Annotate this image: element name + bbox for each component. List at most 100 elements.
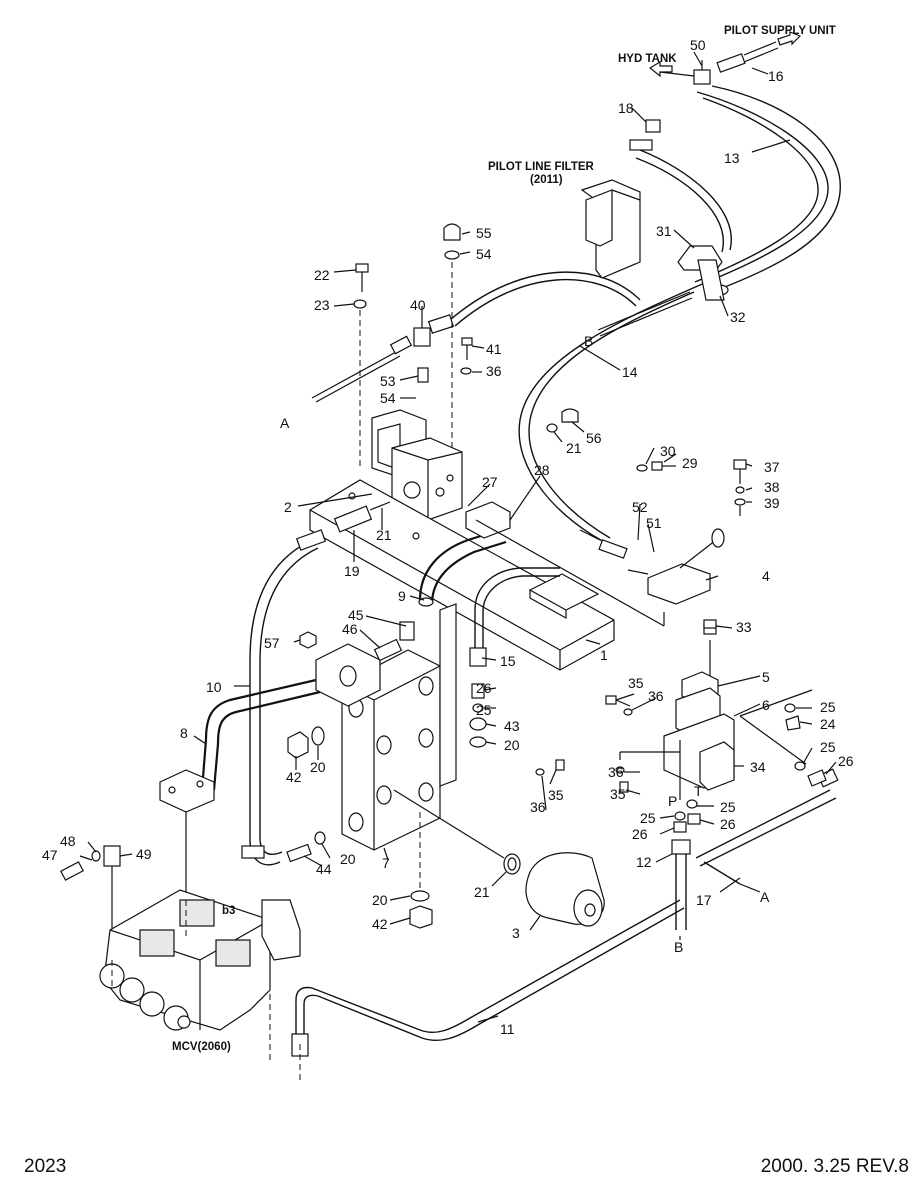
part-number-35a: 35 xyxy=(628,675,644,691)
part-number-27: 27 xyxy=(482,474,498,490)
part-number-42a: 42 xyxy=(286,769,302,785)
caption-line-b-top: B xyxy=(584,333,593,349)
line-a-top xyxy=(311,335,413,403)
caption-line-b-bottom: B xyxy=(674,939,683,955)
part-number-38: 38 xyxy=(764,479,780,495)
hose-end-16 xyxy=(716,41,779,73)
part-number-37: 37 xyxy=(764,459,780,475)
manifold-block-7 xyxy=(341,649,441,851)
fitting-44 xyxy=(286,831,326,863)
fitting-25-26-bottom xyxy=(673,799,701,833)
part-number-46: 46 xyxy=(342,621,358,637)
part-number-34: 34 xyxy=(750,759,766,775)
accumulator-3 xyxy=(525,852,605,927)
part-number-26b: 26 xyxy=(838,753,854,769)
bolt-37-38-39 xyxy=(733,459,747,506)
fitting-18 xyxy=(629,119,661,151)
part-number-31: 31 xyxy=(656,223,672,239)
o-ring-21-bottom xyxy=(393,789,521,875)
part-number-22: 22 xyxy=(314,267,330,283)
part-number-54a: 54 xyxy=(476,246,492,262)
part-number-52: 52 xyxy=(632,499,648,515)
hose-10 xyxy=(241,529,327,866)
part-number-16: 16 xyxy=(768,68,784,84)
plug-42-left xyxy=(287,726,325,759)
bolt-35-36 xyxy=(535,695,633,793)
part-number-36c: 36 xyxy=(608,764,624,780)
tee-fitting-50 xyxy=(659,60,711,85)
part-number-17: 17 xyxy=(696,892,712,908)
part-number-33: 33 xyxy=(736,619,752,635)
part-number-4: 4 xyxy=(762,568,770,584)
pilot-supply-arrow xyxy=(777,31,802,46)
tee-fitting-40 xyxy=(413,314,455,383)
part-number-18: 18 xyxy=(618,100,634,116)
bracket-plate-1 xyxy=(309,479,615,671)
part-number-20a: 20 xyxy=(504,737,520,753)
part-number-15: 15 xyxy=(500,653,516,669)
manifold-top-block xyxy=(315,621,415,707)
leader-lines xyxy=(79,51,837,1023)
part-number-20c: 20 xyxy=(340,851,356,867)
part-number-25a: 25 xyxy=(476,702,492,718)
part-number-44: 44 xyxy=(316,861,332,877)
part-number-56: 56 xyxy=(586,430,602,446)
part-number-28: 28 xyxy=(534,462,550,478)
part-number-13: 13 xyxy=(724,150,740,166)
part-number-53: 53 xyxy=(380,373,396,389)
hose-15 xyxy=(469,567,560,699)
part-number-9: 9 xyxy=(398,588,406,604)
part-number-29: 29 xyxy=(682,455,698,471)
part-number-42b: 42 xyxy=(372,916,388,932)
part-number-48: 48 xyxy=(60,833,76,849)
part-number-5: 5 xyxy=(762,669,770,685)
part-number-43: 43 xyxy=(504,718,520,734)
part-number-32: 32 xyxy=(730,309,746,325)
mcv-2060-block xyxy=(99,889,301,1031)
part-number-57: 57 xyxy=(264,635,280,651)
mounting-plate xyxy=(439,603,457,787)
caption-pilot-line-filter-code: (2011) xyxy=(530,174,563,186)
pilot-line-filter xyxy=(580,179,641,279)
part-number-21a: 21 xyxy=(566,440,582,456)
bolt-33 xyxy=(703,619,717,629)
part-number-8: 8 xyxy=(180,725,188,741)
part-number-25c: 25 xyxy=(820,739,836,755)
caption-pilot-line-filter: PILOT LINE FILTER xyxy=(488,161,595,173)
hose-18-line xyxy=(635,149,732,253)
part-number-36d: 36 xyxy=(530,799,546,815)
part-number-40: 40 xyxy=(410,297,426,313)
tube-8 xyxy=(159,678,321,900)
lever-valve-4 xyxy=(579,528,725,605)
caption-mcv: MCV(2060) xyxy=(172,1041,231,1053)
part-number-26a: 26 xyxy=(476,680,492,696)
part-number-23: 23 xyxy=(314,297,330,313)
revision-label: 2000. 3.25 REV.8 xyxy=(760,1156,909,1177)
part-number-11: 11 xyxy=(500,1021,515,1037)
part-number-26d: 26 xyxy=(720,816,736,832)
part-number-21b: 21 xyxy=(376,527,392,543)
bolts-29-30 xyxy=(636,461,676,472)
hose-17 xyxy=(695,768,839,885)
plug-42-bottom xyxy=(409,812,433,929)
part-number-39: 39 xyxy=(764,495,780,511)
caption-port-t: T xyxy=(694,783,703,799)
part-number-35b: 35 xyxy=(610,786,626,802)
clamp-31-32 xyxy=(677,245,729,301)
caption-line-a-bottom: A xyxy=(760,889,770,905)
fittings-47-48-49 xyxy=(60,845,121,960)
part-number-41: 41 xyxy=(486,341,502,357)
part-number-50: 50 xyxy=(690,37,706,53)
part-number-36a: 36 xyxy=(486,363,502,379)
solenoid-valve-2 xyxy=(371,409,463,521)
hose-11 xyxy=(291,899,685,1057)
part-number-12: 12 xyxy=(636,854,652,870)
part-number-3: 3 xyxy=(512,925,520,941)
fitting-19 xyxy=(333,501,391,533)
bolt-22 xyxy=(353,263,369,470)
part-number-6: 6 xyxy=(762,697,770,713)
part-number-1: 1 xyxy=(600,647,608,663)
part-number-30: 30 xyxy=(660,443,676,459)
hyd-tank-arrow xyxy=(648,60,673,78)
caption-pilot-supply-unit: PILOT SUPPLY UNIT xyxy=(724,25,836,37)
